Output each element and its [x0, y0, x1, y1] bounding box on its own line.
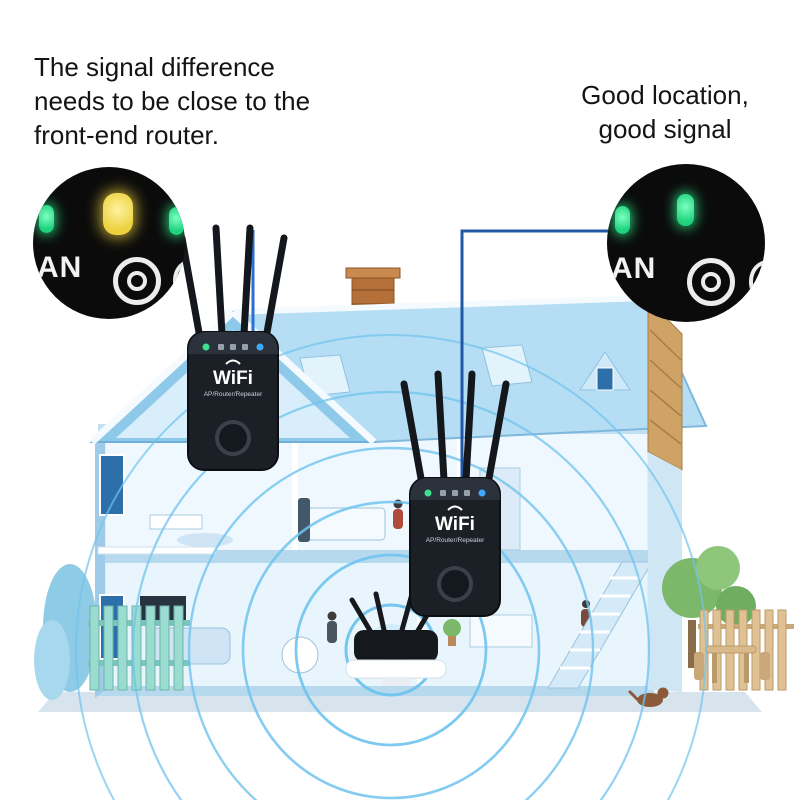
router-body [354, 630, 438, 662]
roof-ridge [232, 295, 649, 315]
wps-button [215, 420, 251, 456]
led-green-icon [39, 205, 54, 233]
repeater-brand-label: WiFi [213, 368, 253, 389]
wps-target-icon [687, 258, 735, 306]
wifi-arc-icon [225, 359, 241, 365]
wifi-repeater-2: WiFi AP/Router/Repeater [400, 370, 510, 617]
left-bush [34, 564, 97, 700]
table [281, 636, 319, 674]
led-closeup-left: AN [33, 167, 185, 319]
connector-right [460, 229, 612, 500]
repeater-body: WiFi AP/Router/Repeater [409, 477, 501, 617]
house-plant [443, 619, 461, 637]
repeater-led-panel [202, 343, 264, 351]
window [99, 454, 125, 516]
caption-left: The signal difference needs to be close … [34, 52, 311, 150]
panel-label: AN [611, 252, 657, 285]
panel-label: AN [37, 251, 83, 284]
led-green-icon [169, 207, 184, 235]
bed-headboard [298, 498, 310, 542]
wps-button [437, 566, 473, 602]
right-gable-wall [647, 298, 683, 471]
kitchen-counter [469, 614, 533, 648]
repeater-antennas [400, 370, 510, 488]
led-green-icon [615, 206, 630, 234]
plant-pot [448, 636, 456, 646]
repeater-brand-label: WiFi [435, 514, 475, 535]
callout-connectors [251, 229, 612, 500]
wifi-repeater-1: WiFi AP/Router/Repeater [178, 224, 288, 471]
led-green-icon [677, 194, 694, 226]
led-yellow-icon [103, 193, 133, 235]
stair-steps [560, 576, 640, 670]
ground-platform [38, 692, 762, 712]
repeater-antennas [178, 224, 288, 342]
repeater-led-panel [424, 489, 486, 497]
left-fence [88, 605, 190, 691]
dormer-window [579, 351, 631, 391]
shelf-bracket [382, 678, 410, 686]
led-closeup-right: AN [607, 164, 765, 322]
caption-right: Good location, good signal [581, 80, 749, 144]
desk [149, 514, 203, 530]
repeater-body: WiFi AP/Router/Repeater [187, 331, 279, 471]
repeater-subtitle-label: AP/Router/Repeater [204, 391, 263, 398]
patio-set [694, 645, 770, 683]
wps-target-icon [113, 257, 161, 305]
repeater-subtitle-label: AP/Router/Repeater [426, 537, 485, 544]
wifi-arc-icon [447, 505, 463, 511]
skylight [481, 344, 533, 387]
router-shelf [345, 659, 447, 679]
balcony-railing [97, 546, 217, 555]
